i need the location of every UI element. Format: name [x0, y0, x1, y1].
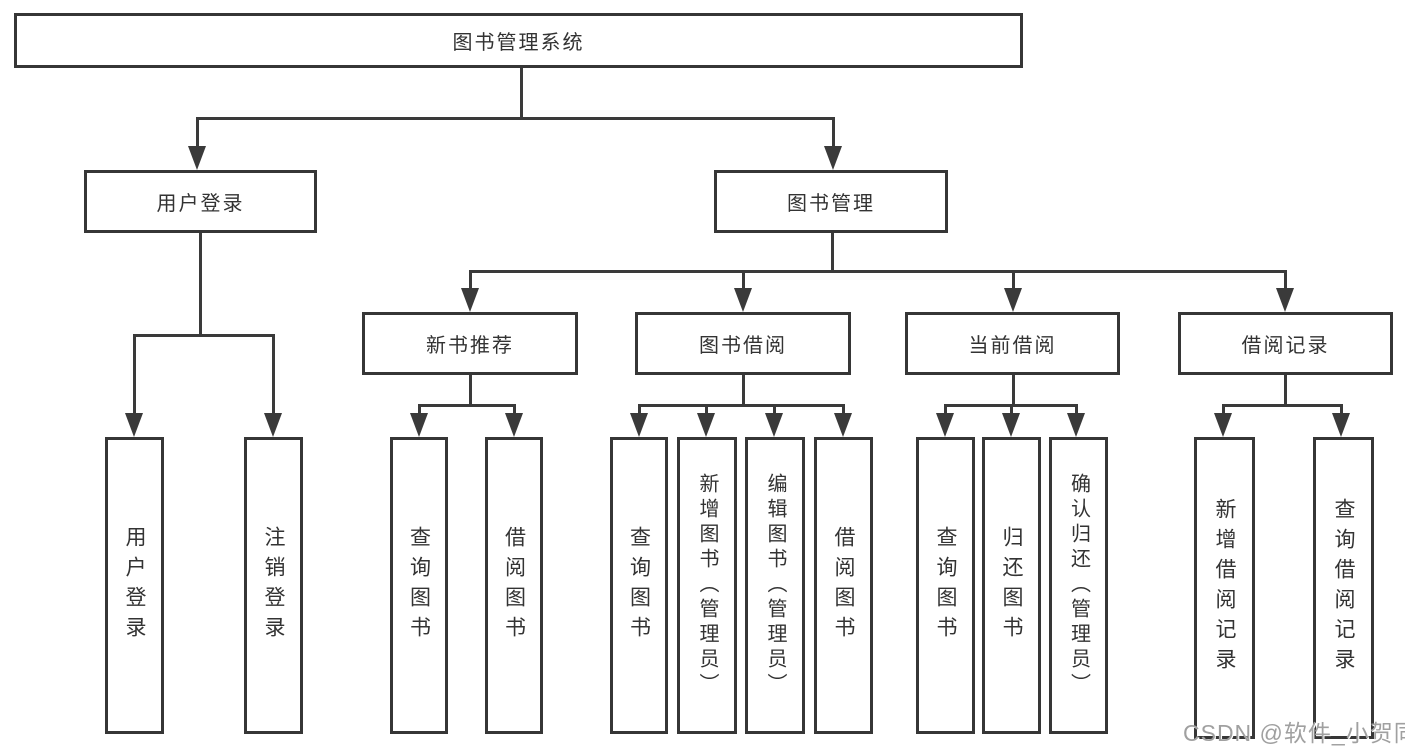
arrow-down-icon [264, 413, 282, 437]
connector-vline [638, 404, 641, 415]
connector-vline [773, 404, 776, 415]
arrow-down-icon [461, 288, 479, 312]
connector-vline [1010, 404, 1013, 415]
connector-vline [1284, 375, 1287, 407]
leaf-confirm-return-admin: 确认归还（管理员） [1049, 437, 1108, 734]
node-label: 借阅记录 [1241, 335, 1330, 357]
connector-vline [705, 404, 708, 415]
leaf-edit-books-admin: 编辑图书（管理员） [745, 437, 805, 734]
node-label: 图书管理系统 [452, 32, 585, 54]
connector-hline [133, 334, 275, 337]
connector-vline [196, 117, 199, 148]
connector-hline [1222, 404, 1342, 407]
leaf-label: 借阅图书 [832, 525, 855, 646]
leaf-query-books-3: 查询图书 [916, 437, 975, 734]
leaf-borrow-books-2: 借阅图书 [814, 437, 873, 734]
connector-vline [469, 375, 472, 407]
arrow-down-icon [936, 413, 954, 437]
leaf-user-login: 用户登录 [105, 437, 164, 734]
leaf-label: 编辑图书（管理员） [764, 473, 786, 698]
leaf-query-borrow-record: 查询借阅记录 [1313, 437, 1374, 739]
leaf-label: 借阅图书 [502, 525, 526, 646]
connector-vline [1284, 270, 1287, 290]
arrow-down-icon [630, 413, 648, 437]
leaf-logout: 注销登录 [244, 437, 303, 734]
leaf-query-books-2: 查询图书 [610, 437, 668, 734]
connector-vline [199, 233, 202, 337]
node-book-management: 图书管理 [714, 170, 948, 233]
leaf-label: 查询图书 [627, 525, 651, 646]
connector-vline [944, 404, 947, 415]
connector-vline [1222, 404, 1225, 415]
connector-vline [513, 404, 516, 415]
arrow-down-icon [1004, 288, 1022, 312]
connector-vline [1012, 375, 1015, 407]
arrow-down-icon [1002, 413, 1020, 437]
node-current-borrowing: 当前借阅 [905, 312, 1120, 375]
leaf-label: 新增图书（管理员） [696, 473, 718, 698]
connector-vline [1340, 404, 1343, 415]
node-label: 图书管理 [787, 193, 875, 215]
leaf-label: 注销登录 [262, 525, 285, 646]
connector-vline [1012, 270, 1015, 290]
connector-vline [520, 68, 523, 119]
arrow-down-icon [834, 413, 852, 437]
node-label: 新书推荐 [426, 335, 514, 357]
node-new-book-recommendation: 新书推荐 [362, 312, 578, 375]
arrow-down-icon [1214, 413, 1232, 437]
connector-vline [742, 270, 745, 290]
arrow-down-icon [824, 146, 842, 170]
connector-hline [196, 117, 835, 120]
node-label: 当前借阅 [968, 335, 1057, 357]
leaf-borrow-books-1: 借阅图书 [485, 437, 543, 734]
connector-hline [638, 404, 844, 407]
node-label: 用户登录 [156, 193, 245, 215]
node-user-login-branch: 用户登录 [84, 170, 317, 233]
arrow-down-icon [1332, 413, 1350, 437]
leaf-add-borrow-record: 新增借阅记录 [1194, 437, 1255, 739]
leaf-label: 查询图书 [934, 525, 957, 646]
connector-vline [742, 375, 745, 407]
connector-vline [272, 334, 275, 415]
connector-vline [469, 270, 472, 290]
connector-hline [469, 270, 1287, 273]
leaf-return-books: 归还图书 [982, 437, 1041, 734]
arrow-down-icon [505, 413, 523, 437]
connector-vline [831, 233, 834, 273]
leaf-label: 归还图书 [1000, 525, 1023, 646]
leaf-label: 新增借阅记录 [1213, 498, 1236, 678]
node-library-management-system: 图书管理系统 [14, 13, 1023, 68]
connector-vline [1075, 404, 1078, 415]
connector-vline [418, 404, 421, 415]
arrow-down-icon [734, 288, 752, 312]
node-borrowing-records: 借阅记录 [1178, 312, 1393, 375]
connector-vline [842, 404, 845, 415]
arrow-down-icon [1067, 413, 1085, 437]
node-book-borrowing: 图书借阅 [635, 312, 851, 375]
arrow-down-icon [188, 146, 206, 170]
connector-hline [418, 404, 516, 407]
connector-vline [133, 334, 136, 415]
arrow-down-icon [697, 413, 715, 437]
arrow-down-icon [125, 413, 143, 437]
node-label: 图书借阅 [699, 335, 787, 357]
leaf-label: 确认归还（管理员） [1067, 473, 1090, 698]
connector-vline [832, 117, 835, 148]
arrow-down-icon [1276, 288, 1294, 312]
leaf-label: 查询图书 [407, 525, 431, 646]
leaf-query-books-1: 查询图书 [390, 437, 448, 734]
arrow-down-icon [765, 413, 783, 437]
leaf-label: 查询借阅记录 [1332, 498, 1355, 678]
watermark-text: CSDN @软件_小贺同学 [1183, 720, 1405, 746]
arrow-down-icon [410, 413, 428, 437]
leaf-label: 用户登录 [123, 525, 146, 646]
leaf-add-books-admin: 新增图书（管理员） [677, 437, 737, 734]
